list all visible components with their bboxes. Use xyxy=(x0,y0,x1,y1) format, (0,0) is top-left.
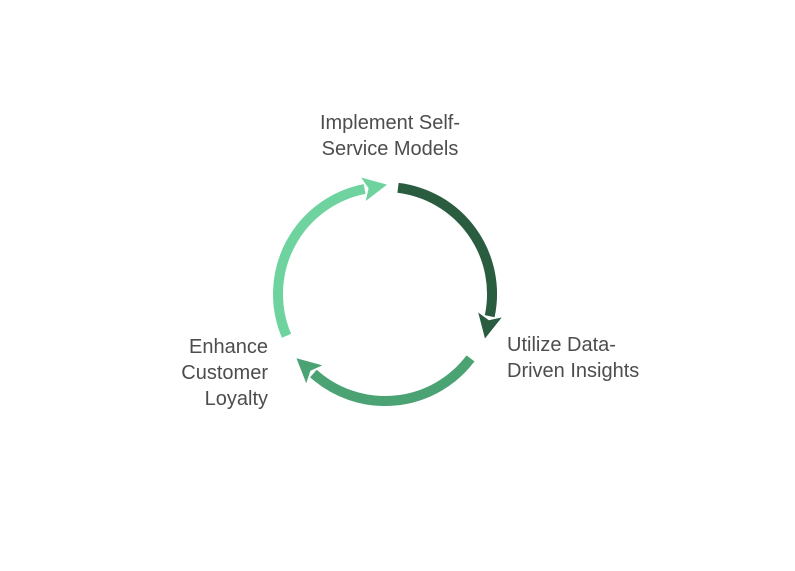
arc-top-right-arrow xyxy=(397,182,502,339)
arc-left-arrow xyxy=(273,177,387,338)
label-implement-self-service-models: Implement Self- Service Models xyxy=(319,112,461,160)
arc-bottom-arrow xyxy=(296,355,475,406)
label-utilize-data-driven-insights: Utilize Data- Driven Insights xyxy=(507,334,640,382)
label-enhance-customer-loyalty: Enhance Customer Loyalty xyxy=(181,336,268,410)
